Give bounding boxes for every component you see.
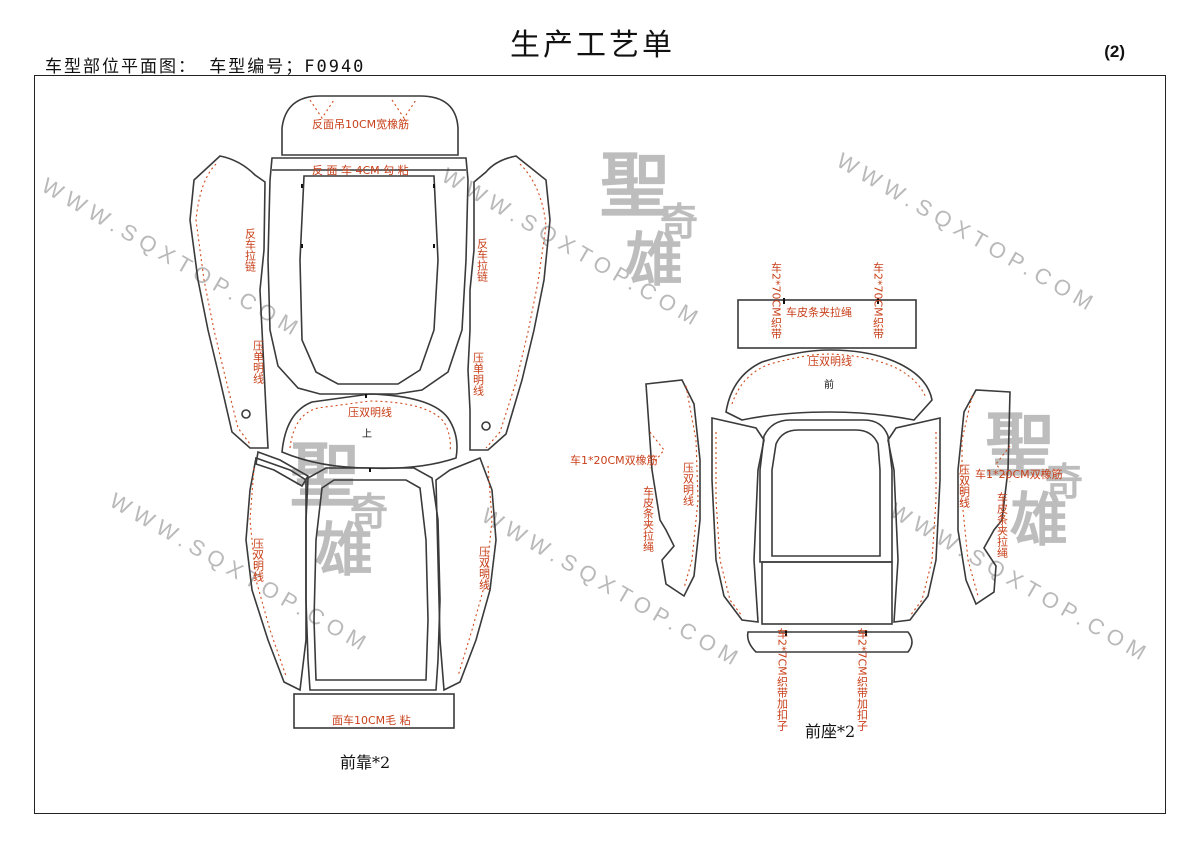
- seat-left-double-stitch-note: 压双明线: [682, 462, 695, 506]
- logo-watermark-char: 雄: [1010, 486, 1068, 554]
- seat-left-gusset-stitch: [715, 432, 743, 617]
- seat-pattern: 车2*70CM织带 车2*70CM织带 车皮条夹拉绳 压双明线 前 车1*20C…: [570, 261, 1063, 741]
- logo-watermark-char: 雄: [625, 226, 683, 294]
- back-seat-inner: [313, 479, 429, 681]
- left-zip-note: 反车拉链: [244, 228, 257, 272]
- logo-watermark-char: 奇: [660, 199, 698, 244]
- logo-watermark-char: 雄: [315, 516, 373, 584]
- watermark-layer: WWW.SQXTOP.COM WWW.SQXTOP.COM WWW.SQXTOP…: [38, 144, 1156, 673]
- lower-right-side-piece: [435, 456, 497, 692]
- top-band-note: 反 面 车 4CM 勾 粘: [312, 163, 409, 177]
- right-wing-hole: [481, 421, 491, 431]
- head-arch-stitch: [289, 400, 451, 453]
- seat-bottom-note-left: 车2*7CM织带加扣子: [776, 627, 789, 731]
- left-double-stitch-note: 压双明线: [252, 538, 265, 582]
- seat-bottom-note-right: 车2*7CM织带加扣子: [856, 627, 869, 731]
- right-wing-stitch: [485, 163, 547, 449]
- seat-right-leather-strip-note: 车皮条夹拉绳: [996, 491, 1009, 558]
- seat-left-leather-strip-note: 车皮条夹拉绳: [642, 485, 655, 552]
- back-main-piece: [267, 157, 469, 395]
- logo-watermark-char: 奇: [1045, 459, 1083, 504]
- seat-top-strip: [737, 299, 917, 349]
- lower-left-stitch: [249, 467, 287, 677]
- left-wing-piece: [189, 155, 269, 449]
- seat-front-arch-stitch: [731, 353, 927, 405]
- back-caption: 前靠*2: [340, 753, 390, 772]
- drawing-frame: [34, 75, 1166, 814]
- seat-right-elastic-note: 车1*20CM双橡筋: [975, 467, 1063, 481]
- seat-front-mark: 前: [824, 378, 834, 391]
- seat-front-double-stitch-note: 压双明线: [808, 354, 852, 368]
- left-wing-hole: [241, 409, 251, 419]
- seat-bottom-strap: [746, 631, 913, 653]
- right-single-stitch-note: 压单明线: [472, 352, 485, 396]
- left-single-stitch-note: 压单明线: [252, 340, 265, 384]
- watermark-url: WWW.SQXTOP.COM: [478, 503, 748, 673]
- seat-front-arch: [725, 349, 933, 421]
- seat-lower-panel: [761, 561, 893, 625]
- back-pattern: 反面吊10CM宽橡筋 反 面 车 4CM 勾 粘 压双明线 上 面车10CM毛 …: [189, 95, 551, 772]
- seat-right-wing-stitch: [961, 395, 979, 597]
- seat-right-gusset-stitch: [909, 432, 937, 617]
- head-up-mark: 上: [362, 428, 372, 440]
- seat-right-double-stitch-note: 压双明线: [958, 464, 971, 508]
- strip-note-left: 车2*70CM织带: [770, 261, 783, 340]
- top-flap-note: 反面吊10CM宽橡筋: [312, 117, 409, 131]
- logo-watermark-char: 聖: [290, 434, 360, 517]
- top-flap-piece: [281, 95, 459, 156]
- seat-left-elastic-note: 车1*20CM双橡筋: [570, 453, 658, 467]
- strip-note-right: 车2*70CM织带: [872, 261, 885, 340]
- right-wing-piece: [467, 155, 551, 451]
- left-wing-stitch: [195, 163, 251, 445]
- lower-left-strip: [255, 450, 310, 488]
- seat-left-wing: [645, 379, 701, 598]
- seat-left-wing-stitch: [683, 385, 699, 589]
- seat-inner-piece: [771, 429, 881, 557]
- right-double-stitch-note: 压双明线: [478, 546, 491, 590]
- seat-right-gusset: [887, 416, 941, 623]
- model-label: 车型部位平面图： 车型编号；F0940: [45, 57, 366, 77]
- head-double-stitch-note: 压双明线: [348, 405, 392, 419]
- logo-watermark-char: 奇: [350, 489, 388, 534]
- watermark-url: WWW.SQXTOP.COM: [38, 173, 308, 343]
- lower-right-stitch: [457, 465, 493, 677]
- seat-main-piece: [759, 419, 893, 563]
- back-bottom-band: [293, 693, 455, 729]
- lower-left-side-piece: [245, 456, 307, 692]
- seat-right-wing: [957, 389, 1011, 606]
- bottom-band-note: 面车10CM毛 粘: [332, 713, 411, 727]
- top-flap-elastic-mark: [309, 99, 417, 119]
- logo-watermark-char: 聖: [600, 144, 670, 227]
- page-number: (2): [1104, 42, 1125, 61]
- strip-note-center: 车皮条夹拉绳: [786, 305, 852, 319]
- logo-watermark-char: 聖: [985, 404, 1055, 487]
- seat-left-gusset: [711, 416, 765, 623]
- seat-caption: 前座*2: [805, 722, 855, 741]
- back-inner-panel: [299, 175, 439, 385]
- document-title: 生产工艺单: [510, 28, 675, 63]
- right-zip-note: 反车拉链: [476, 238, 489, 282]
